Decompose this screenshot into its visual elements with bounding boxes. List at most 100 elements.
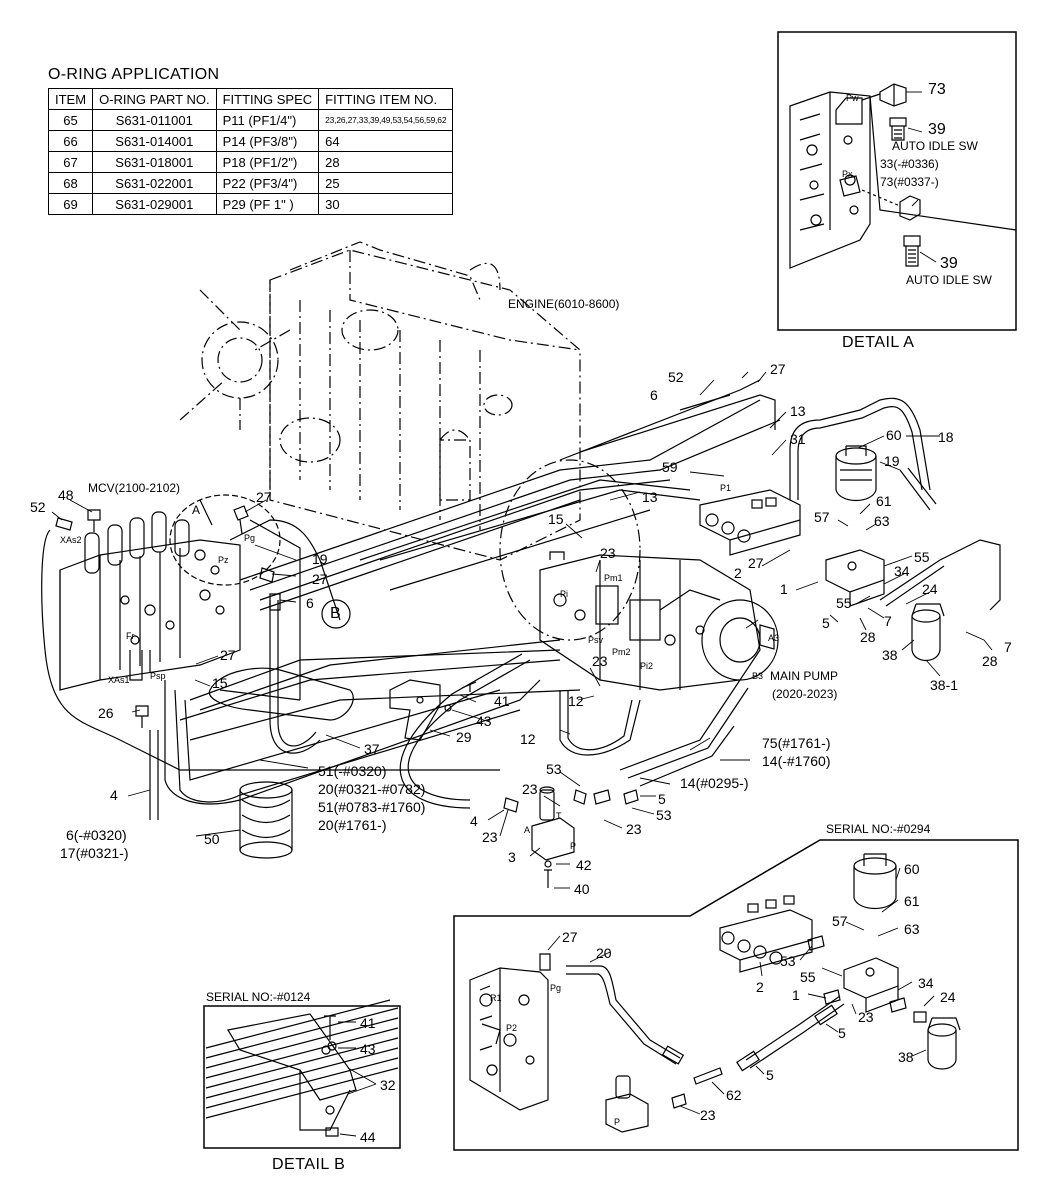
- port-psv: Psv: [588, 635, 604, 645]
- cell-spec: P18 (PF1/2"): [215, 151, 320, 173]
- sb-callout-60: 60: [904, 861, 920, 877]
- callout-29: 29: [456, 729, 472, 745]
- serial-box-hose-5: [736, 995, 845, 1072]
- callout-40: 40: [574, 881, 590, 897]
- callout-53b: 53: [656, 807, 672, 823]
- port-pm2: Pm2: [612, 647, 631, 657]
- port-r1: R1: [490, 993, 502, 1003]
- auto-idle-sw-lower: AUTO IDLE SW: [906, 273, 992, 287]
- callout-13b: 13: [642, 489, 658, 505]
- port-pg-sb: Pg: [550, 983, 562, 993]
- callout-1: 1: [780, 581, 788, 597]
- callout-43: 43: [476, 713, 492, 729]
- port-a: A: [524, 825, 531, 835]
- junction-block-1: [825, 549, 885, 607]
- callout-31: 31: [790, 431, 806, 447]
- port-xas2: XAs2: [60, 535, 82, 545]
- callout-6: 6: [650, 387, 658, 403]
- callout-20-b: 20(#1761-): [318, 817, 387, 833]
- serial-box-fitting-53: [807, 935, 825, 951]
- callout-23e: 23: [626, 821, 642, 837]
- serial-box-fitting-1: [823, 989, 841, 1005]
- callout-27b: 27: [748, 555, 764, 571]
- pump-coupling-circle: [499, 459, 641, 641]
- callout-73: 73: [928, 81, 946, 98]
- callout-59: 59: [662, 459, 678, 475]
- callout-23c: 23: [522, 781, 538, 797]
- port-p2: P2: [506, 1023, 518, 1033]
- serial-box-fitting-23: [671, 1093, 687, 1109]
- callout-12: 12: [568, 693, 584, 709]
- sb-callout-53: 53: [780, 953, 796, 969]
- callout-39-lower: 39: [940, 255, 958, 272]
- serial-box-title: SERIAL NO:-#0294: [826, 822, 931, 836]
- serial-box-valve-3: [605, 1075, 649, 1133]
- sb-callout-62: 62: [726, 1087, 742, 1103]
- detail-a-valve-block: [789, 91, 1017, 269]
- port-p: P: [570, 841, 577, 851]
- detail-a-33: 33(-#0336): [880, 157, 939, 171]
- fitting-5: [623, 789, 639, 805]
- bracket-29: [389, 679, 441, 741]
- port-b3: B3: [752, 671, 764, 681]
- pipes-14-75: [619, 679, 749, 787]
- serial-box-fitting-62: [693, 1067, 723, 1085]
- port-px: Px: [842, 169, 853, 179]
- port-t: T: [556, 811, 562, 821]
- callout-5b: 5: [658, 791, 666, 807]
- sb-callout-55: 55: [800, 969, 816, 985]
- col-item: ITEM: [47, 88, 94, 110]
- callout-57: 57: [814, 509, 830, 525]
- callout-13: 13: [790, 403, 806, 419]
- detail-b-frame: [203, 1005, 401, 1149]
- cell-item: 68: [47, 172, 94, 194]
- fitting-39-lower: [903, 235, 921, 267]
- callout-39-upper: 39: [928, 121, 946, 138]
- callout-23b: 23: [592, 653, 608, 669]
- detail-b-ref-label: B: [330, 605, 341, 622]
- table-row: 69 S631-029001 P29 (PF 1" ) 30: [47, 193, 454, 215]
- callout-15: 15: [548, 511, 564, 527]
- callout-14-a: 14(-#1760): [762, 753, 831, 769]
- callout-34: 34: [894, 563, 910, 579]
- callout-61: 61: [876, 493, 892, 509]
- callout-27: 27: [770, 361, 786, 377]
- main-pump-label: MAIN PUMP: [770, 669, 839, 683]
- clamp-37: [208, 667, 354, 721]
- main-pump: [539, 551, 779, 691]
- port-a3: A3: [768, 633, 780, 643]
- port-pg: Pg: [244, 533, 256, 543]
- sb-callout-5: 5: [838, 1025, 846, 1041]
- pipe-lines-to-pump: [239, 379, 781, 611]
- callout-38-1: 38-1: [930, 677, 959, 693]
- callout-4b: 4: [470, 813, 478, 829]
- callout-12b: 12: [520, 731, 536, 747]
- screw-40: [544, 869, 552, 888]
- oring-table-header-row: ITEM O-RING PART NO. FITTING SPEC FITTIN…: [47, 88, 454, 110]
- callout-19b: 19: [312, 551, 328, 567]
- port-fr: Fr: [126, 631, 135, 641]
- detail-a-73: 73(#0337-): [880, 175, 939, 189]
- serial-box-filter-38: [927, 1017, 961, 1070]
- serial-box-filter-60: [853, 853, 897, 910]
- detail-b-title: DETAIL B: [272, 1156, 346, 1173]
- filter-60: [835, 445, 877, 502]
- callout-41: 41: [494, 693, 510, 709]
- callout-2: 2: [734, 565, 742, 581]
- serial-box-fitting-24: [913, 1011, 927, 1023]
- callout-26: 26: [98, 705, 114, 721]
- callout-20-a: 20(#0321-#0782): [318, 781, 426, 797]
- sb-callout-23b: 23: [700, 1107, 716, 1123]
- callout-15b: 15: [212, 675, 228, 691]
- serial-box-hose-20: [566, 965, 685, 1065]
- db-callout-32: 32: [380, 1077, 396, 1093]
- cell-part-no: S631-029001: [92, 193, 217, 215]
- callout-75: 75(#1761-): [762, 735, 831, 751]
- oring-table-title: O-RING APPLICATION: [48, 66, 220, 83]
- main-pump-serial-label: (2020-2023): [772, 687, 838, 701]
- callout-37: 37: [364, 741, 380, 757]
- port-a-mcv: A: [192, 503, 201, 517]
- pipe-right-loop: [879, 539, 1001, 611]
- callout-52-left: 52: [30, 499, 46, 515]
